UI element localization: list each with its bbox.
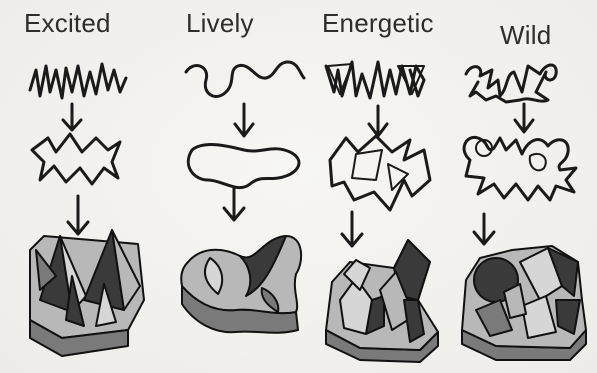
arrow-down-icon <box>369 106 387 136</box>
lively-column <box>181 62 304 333</box>
wild-3d-form <box>462 246 586 360</box>
excited-column <box>30 64 144 356</box>
arrow-down-icon <box>63 104 81 130</box>
wild-chaotic-line <box>466 65 556 102</box>
lively-3d-form <box>181 236 301 333</box>
arrow-down-icon <box>224 188 244 220</box>
excited-zigzag-outline <box>32 134 120 184</box>
arrow-down-icon <box>235 104 253 136</box>
arrow-down-icon <box>515 104 533 132</box>
wild-chaotic-outline <box>464 137 576 200</box>
arrow-down-icon <box>342 212 362 246</box>
wild-column <box>462 65 586 360</box>
arrow-down-icon <box>68 196 88 234</box>
energetic-jagged-outline <box>330 136 430 210</box>
lively-wavy-line <box>186 62 304 96</box>
energetic-3d-form <box>326 240 438 362</box>
energetic-column <box>326 62 438 362</box>
lively-blob-outline <box>188 145 299 188</box>
excited-3d-form <box>30 230 144 356</box>
arrow-down-icon <box>474 214 494 244</box>
excited-zigzag-line <box>30 64 126 98</box>
